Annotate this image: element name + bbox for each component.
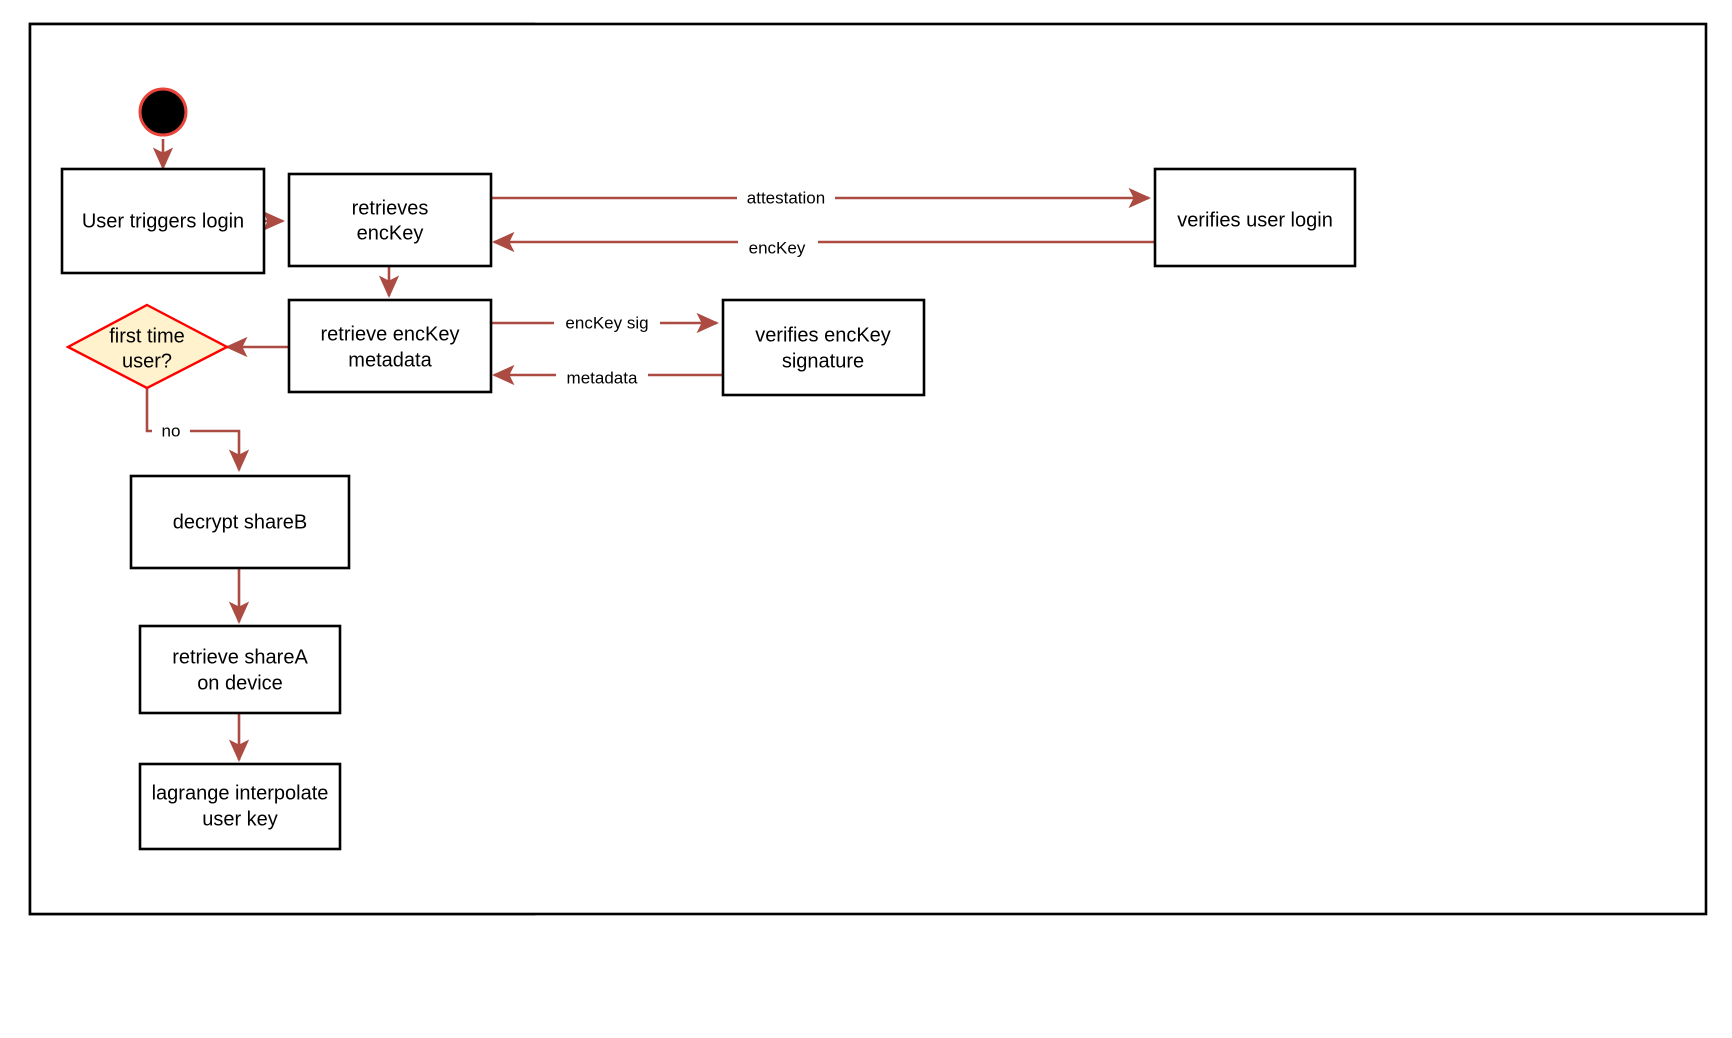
node-verifies-user-login-line-1: verifies user login: [1177, 209, 1333, 231]
node-user-triggers-login[interactable]: User triggers login: [60, 167, 266, 275]
node-verifies-enckey-signature[interactable]: verifies encKey signature: [721, 298, 926, 397]
node-start[interactable]: [138, 87, 188, 137]
edge-enckey-return-label-mask: [738, 237, 818, 259]
edge-metadata-return[interactable]: metadata: [492, 364, 723, 389]
edge-attestation-label-mask: [737, 187, 835, 209]
node-verifies-user-login-box: [1153, 167, 1357, 268]
edge-enckey-sig-label-mask: [554, 312, 660, 334]
edge-enckey-sig-label: encKey sig: [565, 313, 648, 332]
node-retrieves-enckey-box: [287, 172, 493, 268]
node-lagrange-interpolate-line-1: lagrange interpolate: [152, 782, 329, 804]
node-lagrange-interpolate-box: [138, 762, 342, 851]
node-retrieves-enckey-line-1: retrieves: [352, 197, 429, 219]
edge-metadata-return-label: metadata: [567, 368, 638, 387]
node-retrieve-enckey-metadata-line-1: retrieve encKey: [321, 323, 460, 345]
node-retrieve-sharea-line-1: retrieve shareA: [172, 646, 308, 668]
node-retrieves-enckey-line-2: encKey: [357, 222, 424, 244]
node-lagrange-interpolate-user-key[interactable]: lagrange interpolate user key: [138, 762, 342, 851]
node-first-time-user[interactable]: first time user?: [65, 303, 230, 390]
node-verifies-user-login[interactable]: verifies user login: [1153, 167, 1357, 268]
edge-decision-to-decrypt[interactable]: no: [145, 385, 250, 472]
edge-enckey-return[interactable]: encKey: [492, 231, 1155, 259]
node-decrypt-shareb[interactable]: decrypt shareB: [129, 474, 351, 570]
node-retrieve-sharea-line-2: on device: [197, 672, 283, 694]
edge-attestation[interactable]: attestation: [491, 187, 1151, 209]
node-verifies-enckey-signature-box: [721, 298, 926, 397]
edge-attestation-label: attestation: [747, 188, 825, 207]
node-retrieve-enckey-metadata-box: [287, 298, 493, 394]
edge-metadata-return-label-mask: [556, 367, 648, 389]
node-first-time-user-line-2: user?: [122, 350, 172, 372]
node-retrieves-enckey[interactable]: retrieves encKey: [287, 172, 493, 268]
edge-enckey-return-label: encKey: [749, 238, 806, 257]
node-first-time-user-diamond: [65, 303, 230, 390]
node-verifies-enckey-signature-line-2: signature: [782, 350, 864, 372]
node-user-triggers-login-box: [60, 167, 266, 275]
node-verifies-enckey-signature-line-1: verifies encKey: [755, 324, 891, 346]
edge-decision-no-label-mask: [152, 420, 190, 442]
node-decrypt-shareb-box: [129, 474, 351, 570]
start-node-circle: [138, 87, 188, 137]
node-retrieve-sharea-on-device-box: [138, 624, 342, 715]
node-decrypt-shareb-line-1: decrypt shareB: [173, 511, 308, 533]
node-retrieve-sharea-on-device[interactable]: retrieve shareA on device: [138, 624, 342, 715]
node-retrieve-enckey-metadata[interactable]: retrieve encKey metadata: [287, 298, 493, 394]
node-first-time-user-line-1: first time: [109, 325, 185, 347]
edge-decision-no-label: no: [162, 421, 181, 440]
edge-enckey-sig[interactable]: encKey sig: [491, 312, 719, 334]
node-lagrange-interpolate-line-2: user key: [202, 808, 278, 830]
node-user-triggers-login-line-1: User triggers login: [82, 210, 244, 232]
node-retrieve-enckey-metadata-line-2: metadata: [348, 349, 432, 371]
